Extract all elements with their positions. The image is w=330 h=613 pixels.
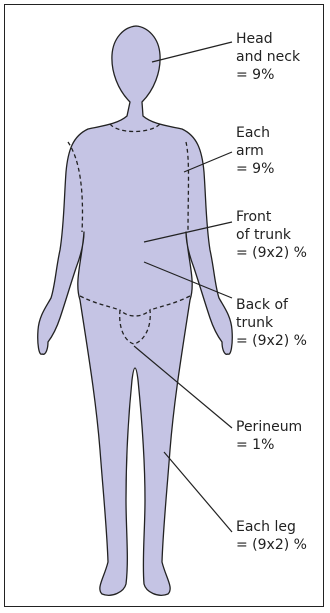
label-back-of-trunk: Back of trunk = (9x2) %: [236, 296, 307, 350]
label-head-and-neck: Head and neck = 9%: [236, 30, 300, 84]
label-each-arm: Each arm = 9%: [236, 124, 274, 178]
body-silhouette: [38, 26, 233, 595]
label-each-leg: Each leg = (9x2) %: [236, 518, 307, 554]
label-front-of-trunk: Front of trunk = (9x2) %: [236, 208, 307, 262]
label-perineum: Perineum = 1%: [236, 418, 302, 454]
